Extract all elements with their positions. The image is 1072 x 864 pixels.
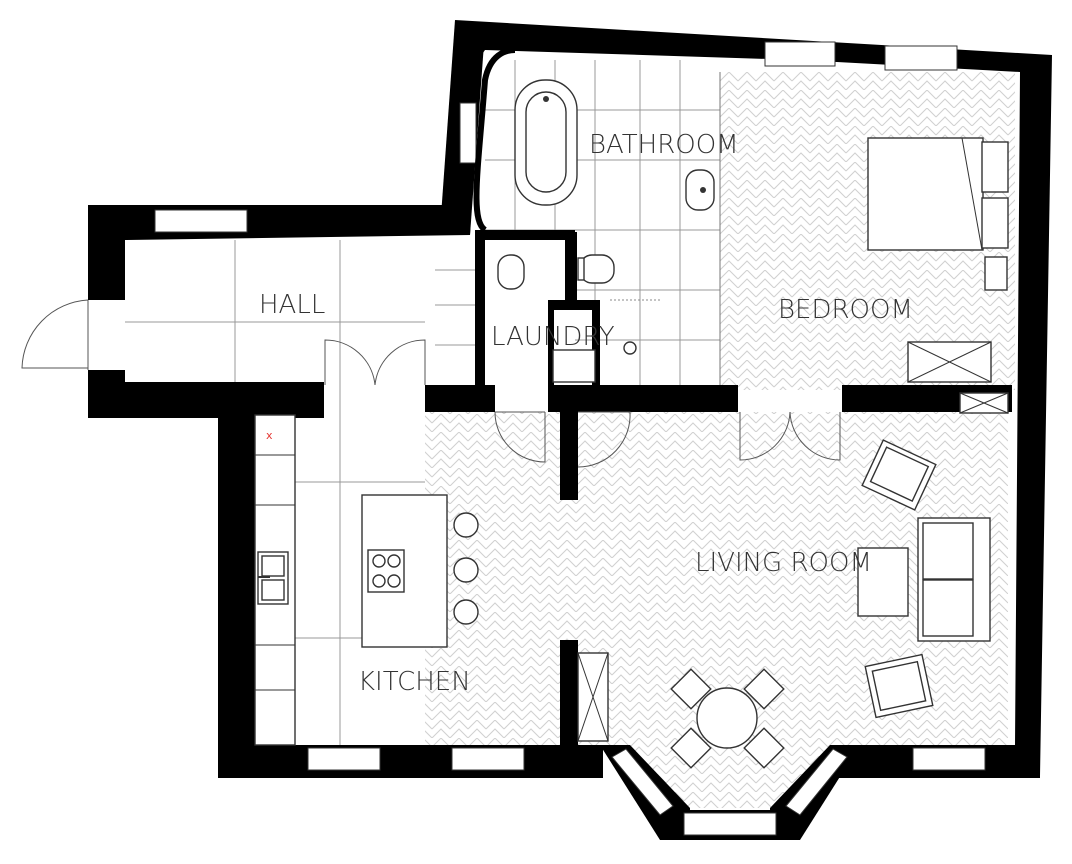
armchair-top xyxy=(861,439,937,511)
bedroom-shelf xyxy=(959,392,1009,414)
sofa xyxy=(917,517,991,642)
bathtub xyxy=(514,79,578,206)
red-x-icon: x xyxy=(266,429,273,442)
bed xyxy=(867,137,1009,291)
svg-text:x: x xyxy=(266,429,273,442)
coffee-table xyxy=(857,547,909,617)
room-label-kitchen: KITCHEN xyxy=(358,667,471,697)
room-label-bathroom: BATHROOM xyxy=(589,130,739,160)
kitchen-sink-icon xyxy=(257,551,289,605)
room-label-living-room: LIVING ROOM xyxy=(695,548,872,578)
armchair-bottom xyxy=(864,653,934,719)
laundry-toilet-icon xyxy=(497,254,525,290)
shower-icon xyxy=(610,299,660,355)
bar-stools xyxy=(453,512,479,625)
kitchen-island xyxy=(361,494,448,648)
room-label-hall: HALL xyxy=(259,290,325,320)
doors xyxy=(21,299,841,468)
laundry-cabinet xyxy=(552,349,596,383)
toilet-icon xyxy=(577,254,615,284)
windows xyxy=(154,41,986,836)
bathroom-wall-curve xyxy=(473,47,516,233)
tv-cabinet xyxy=(577,652,609,742)
sink-icon xyxy=(685,169,715,211)
dining-table xyxy=(670,668,785,769)
room-label-laundry: LAUNDRY xyxy=(491,322,615,352)
wardrobe xyxy=(907,341,992,383)
room-label-bedroom: BEDROOM xyxy=(778,295,913,325)
floor-tiles-hall xyxy=(125,240,475,385)
